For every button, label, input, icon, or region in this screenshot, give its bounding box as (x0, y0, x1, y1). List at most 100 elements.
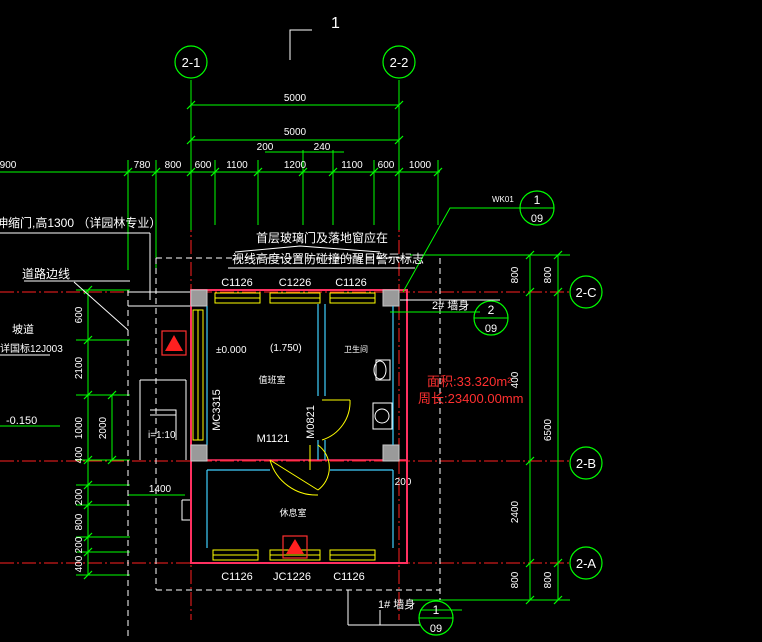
dim-chain-6: 600 (378, 160, 395, 171)
window-label-top-1: C1226 (279, 277, 311, 289)
note-glass-line2: 视线高度设置防碰撞的醒目警示标志 (232, 251, 424, 266)
section-mark-label: 1 (331, 15, 340, 32)
dim-left-a-6: 200 (74, 536, 85, 553)
dim-chain-0: 780 (134, 160, 151, 171)
dim-edge-left: 900 (0, 160, 17, 171)
window-label-bottom-2: C1126 (333, 571, 365, 583)
room-labels: 值班室 卫生间 休息室 ±0.000 (1.750) (216, 343, 368, 518)
elevation-floor: ±0.000 (216, 345, 247, 356)
area-info: 面积:33.320m² 周长:23400.00mm (418, 374, 524, 406)
note-glass-line1: 首层玻璃门及落地窗应在 (256, 230, 388, 245)
detail-ref-num: 1 (534, 193, 541, 207)
note-wall-1: 1# 墙身 (378, 597, 415, 611)
building-walls (190, 289, 408, 564)
structural-columns (190, 289, 400, 462)
dim-chain-1: 800 (165, 160, 182, 171)
dim-left-a-5: 800 (74, 513, 85, 530)
window-label-bottom-0: C1126 (221, 571, 253, 583)
grid-bubble-2-c[interactable]: 2-C (569, 275, 603, 309)
door-label-m0821: M0821 (305, 405, 317, 439)
dim-left-a-3: 400 (74, 446, 85, 463)
dimension-ticks-top (123, 100, 443, 177)
dim-right-200: 200 (395, 477, 412, 488)
door-m0821 (309, 399, 351, 491)
window-label-top-2: C1126 (335, 277, 367, 289)
note-wk01: WK01 (492, 195, 514, 204)
door-labels: MC3315 M1121 M0821 (211, 389, 317, 445)
note-wall-2: 2# 墙身 (432, 298, 469, 312)
grid-bubble-2-b[interactable]: 2-B (569, 446, 603, 480)
note-ramp-ref: 详国标12J003 (0, 342, 63, 355)
detail-ref-1-09-bottom[interactable]: 1 09 (418, 600, 454, 636)
windows-top (214, 292, 376, 304)
section-mark: 1 (289, 15, 340, 60)
room-label-duty: 值班室 (258, 374, 285, 385)
room-label-wc: 卫生间 (344, 344, 368, 354)
dimension-ticks-left (83, 285, 117, 580)
dim-left-1400: 1400 (149, 484, 172, 495)
dimension-texts-top: 5000 5000 200 240 900 780 800 600 1100 1… (0, 93, 432, 171)
grid-bubble-2-a[interactable]: 2-A (569, 546, 603, 580)
window-labels: C1126 C1226 C1126 C1126 JC1226 C1126 (221, 277, 367, 583)
perimeter-text: 周长:23400.00mm (418, 391, 524, 406)
dim-right-mid-partial: 400 (510, 371, 521, 388)
grid-bubble-2-1[interactable]: 2-1 (174, 45, 208, 79)
dim-small-right: 240 (314, 142, 331, 153)
dimension-lines-left (0, 289, 185, 576)
dim-small-left: 200 (257, 142, 274, 153)
detail-ref-num: 2 (488, 303, 495, 317)
dim-left-a-4: 200 (74, 488, 85, 505)
door-label-mc3315: MC3315 (211, 389, 223, 431)
dimension-lines-top (0, 80, 440, 270)
detail-ref-sheet: 09 (430, 623, 442, 635)
note-slope: i=1:10 (148, 430, 176, 441)
area-text: 面积:33.320m² (427, 374, 512, 389)
leader-lines (0, 232, 500, 626)
sink-fixture (372, 402, 393, 430)
dim-chain-5: 1100 (341, 160, 363, 171)
note-road-edge: 道路边线 (22, 266, 70, 281)
grid-label-2-a: 2-A (576, 556, 597, 571)
dim-right-inner-2: 800 (510, 571, 521, 588)
dim-left-a-1: 2100 (74, 356, 85, 379)
note-elev-outside: -0.150 (6, 415, 37, 427)
dim-left-b: 2000 (98, 416, 109, 439)
dimension-texts-left: 600 2100 1000 400 200 800 200 400 2000 1… (74, 306, 412, 572)
grid-label-2-2: 2-2 (390, 55, 409, 70)
dim-overall-2: 5000 (284, 127, 307, 138)
ramp (139, 379, 187, 460)
dim-right-outer-1: 6500 (543, 418, 554, 441)
detail-ref-sheet: 09 (531, 213, 543, 225)
note-gate: 伸缩门,高1300 （详园林专业） (0, 215, 161, 230)
grid-label-2-b: 2-B (576, 456, 596, 471)
interior-partitions (206, 304, 394, 548)
dimension-texts-right: 800 400 2400 800 800 6500 800 (510, 266, 554, 588)
window-mc3315 (192, 309, 204, 441)
window-label-top-0: C1126 (221, 277, 253, 289)
dim-right-inner-0: 800 (510, 266, 521, 283)
door-m1121 (269, 459, 319, 496)
dim-right-inner-1: 2400 (510, 500, 521, 523)
dim-overall-1: 5000 (284, 93, 307, 104)
dim-left-a-0: 600 (74, 306, 85, 323)
grid-label-2-1: 2-1 (182, 55, 201, 70)
warning-marker-bottom (282, 535, 308, 559)
grid-bubble-2-2[interactable]: 2-2 (382, 45, 416, 79)
room-label-rest: 休息室 (279, 507, 306, 518)
dim-right-outer-0: 800 (543, 266, 554, 283)
annotations: 伸缩门,高1300 （详园林专业） 首层玻璃门及落地窗应在 视线高度设置防碰撞的… (0, 195, 514, 611)
dimension-ticks-right (525, 250, 563, 605)
dim-chain-2: 600 (195, 160, 212, 171)
note-ramp: 坡道 (12, 322, 34, 336)
dim-left-a-7: 400 (74, 555, 85, 572)
detail-ref-num: 1 (433, 603, 440, 617)
dim-chain-3: 1100 (226, 160, 248, 171)
grid-label-2-c: 2-C (576, 285, 597, 300)
detail-ref-1-09-top[interactable]: 1 09 (519, 190, 555, 226)
detail-ref-sheet: 09 (485, 323, 497, 335)
elevation-second: (1.750) (270, 343, 302, 354)
dim-left-a-2: 1000 (74, 416, 85, 439)
dim-chain-7: 1000 (409, 160, 432, 171)
detail-ref-2-09[interactable]: 2 09 (473, 300, 509, 336)
window-label-bottom-1: JC1226 (273, 571, 311, 583)
